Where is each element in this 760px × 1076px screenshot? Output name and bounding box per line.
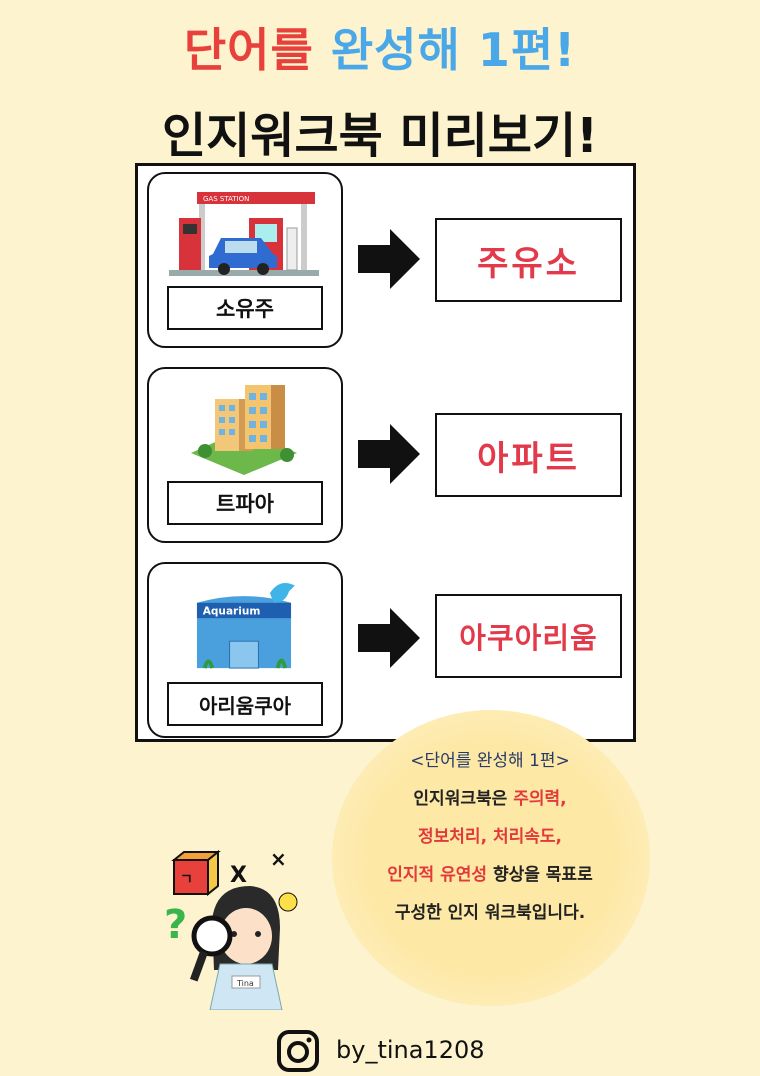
item-card-1: GAS STATION 소유주: [147, 172, 343, 348]
gas-station-image: GAS STATION: [169, 192, 319, 276]
item-card-3: Aquarium 아리움쿠아: [147, 562, 343, 738]
scrambled-word-2: 트파아: [167, 481, 323, 525]
scrambled-word-1: 소유주: [167, 286, 323, 330]
info-bubble: [332, 710, 650, 1006]
page-subtitle: 인지워크북 미리보기!: [161, 108, 599, 164]
info-line3a: 인지적 유연성: [387, 865, 488, 885]
footer-handle: by_tina1208: [336, 1036, 485, 1064]
character-tag: Tina: [236, 979, 254, 988]
item-card-2: 트파아: [147, 367, 343, 543]
info-line3b: 향상을 목표로: [487, 865, 593, 885]
svg-text:?: ?: [164, 902, 187, 948]
svg-text:X: X: [230, 863, 247, 888]
answer-word-1: 주유소: [435, 218, 622, 302]
info-line2: 정보처리, 처리속도,: [418, 827, 562, 847]
answer-word-3: 아쿠아리움: [435, 594, 622, 678]
arrow-icon: [358, 424, 420, 484]
gas-station-sign: GAS STATION: [203, 195, 249, 203]
arrow-icon: [358, 608, 420, 668]
instagram-icon: [277, 1030, 319, 1072]
info-heading: <단어를 완성해 1편>: [410, 751, 570, 771]
svg-text:ㄱ: ㄱ: [180, 872, 193, 888]
page-title: 단어를 완성해 1편!: [0, 14, 760, 80]
info-text: <단어를 완성해 1편> 인지워크북은 주의력, 정보처리, 처리속도, 인지적…: [340, 742, 640, 932]
aquarium-image: Aquarium: [196, 582, 295, 669]
scrambled-word-3: 아리움쿠아: [167, 682, 323, 726]
apartment-image: [191, 385, 297, 475]
title-part1: 단어를: [183, 23, 314, 77]
title-part2: 완성해 1편!: [330, 23, 577, 77]
arrow-icon: [358, 229, 420, 289]
aquarium-sign: Aquarium: [203, 605, 261, 617]
info-line1a: 인지워크북은: [413, 789, 514, 809]
info-line4: 구성한 인지 워크북입니다.: [394, 903, 586, 923]
svg-text:×: ×: [270, 847, 287, 871]
info-line1b: 주의력,: [513, 789, 567, 809]
answer-word-2: 아파트: [435, 413, 622, 497]
character-illustration: ㄱ X × ? Tina: [164, 847, 298, 1010]
